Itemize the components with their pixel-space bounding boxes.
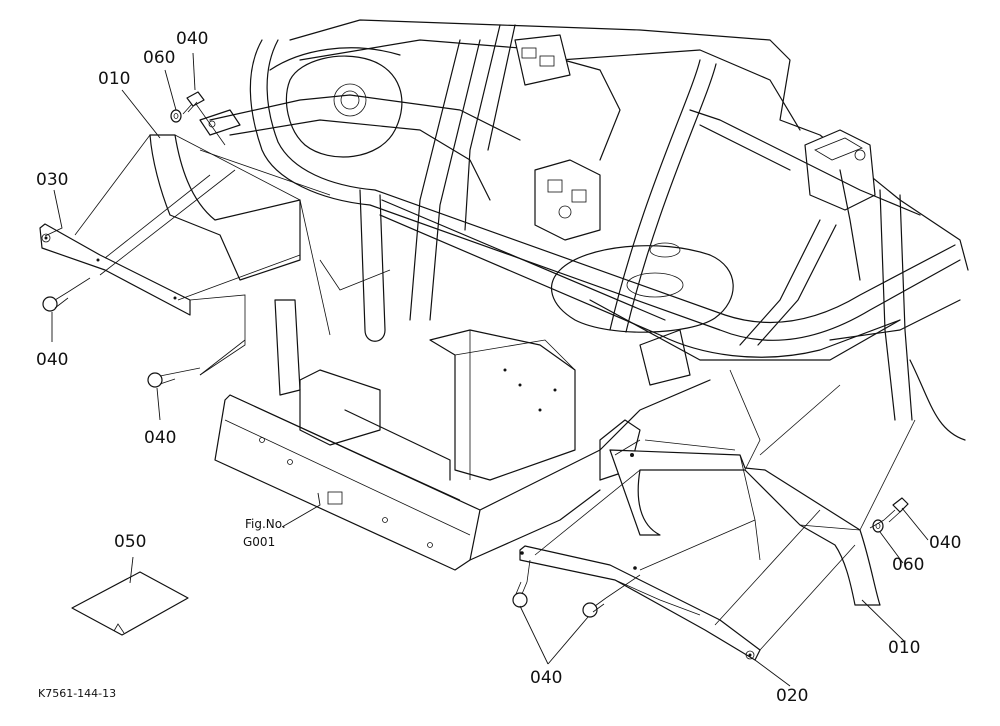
bracket-020 (519, 545, 761, 661)
guard-010-upper-left (149, 134, 331, 336)
bolt-040-top (182, 91, 205, 115)
figure-ref-label: Fig.No. (245, 517, 286, 531)
callout-040-bottom: 040 (530, 668, 562, 688)
bracket-030 (39, 223, 246, 376)
callout-060-top: 060 (143, 48, 175, 68)
bolt-040-bottom-b (582, 597, 607, 618)
callout-010-top: 010 (98, 69, 130, 89)
bolt-040-right (883, 497, 909, 523)
figure-ref-number: G001 (243, 535, 275, 549)
decal-050 (71, 571, 189, 636)
callout-040-mid: 040 (144, 428, 176, 448)
washer-060-top (170, 109, 182, 123)
assembly-lines (67, 103, 916, 651)
callout-010-right: 010 (888, 638, 920, 658)
bolt-040-bottom-a (512, 581, 528, 608)
bolt-040-mid (147, 372, 176, 388)
callout-050: 050 (114, 532, 146, 552)
callout-060-right: 060 (892, 555, 924, 575)
callout-040-left: 040 (36, 350, 68, 370)
bolt-040-left (42, 291, 69, 312)
frame-structure (199, 19, 969, 571)
leader-lines (44, 52, 929, 687)
callout-030: 030 (36, 170, 68, 190)
callout-040-top: 040 (176, 29, 208, 49)
drawing-code: K7561-144-13 (38, 687, 116, 700)
guard-010-right (609, 439, 881, 606)
callout-020: 020 (776, 686, 808, 706)
callout-040-right: 040 (929, 533, 961, 553)
